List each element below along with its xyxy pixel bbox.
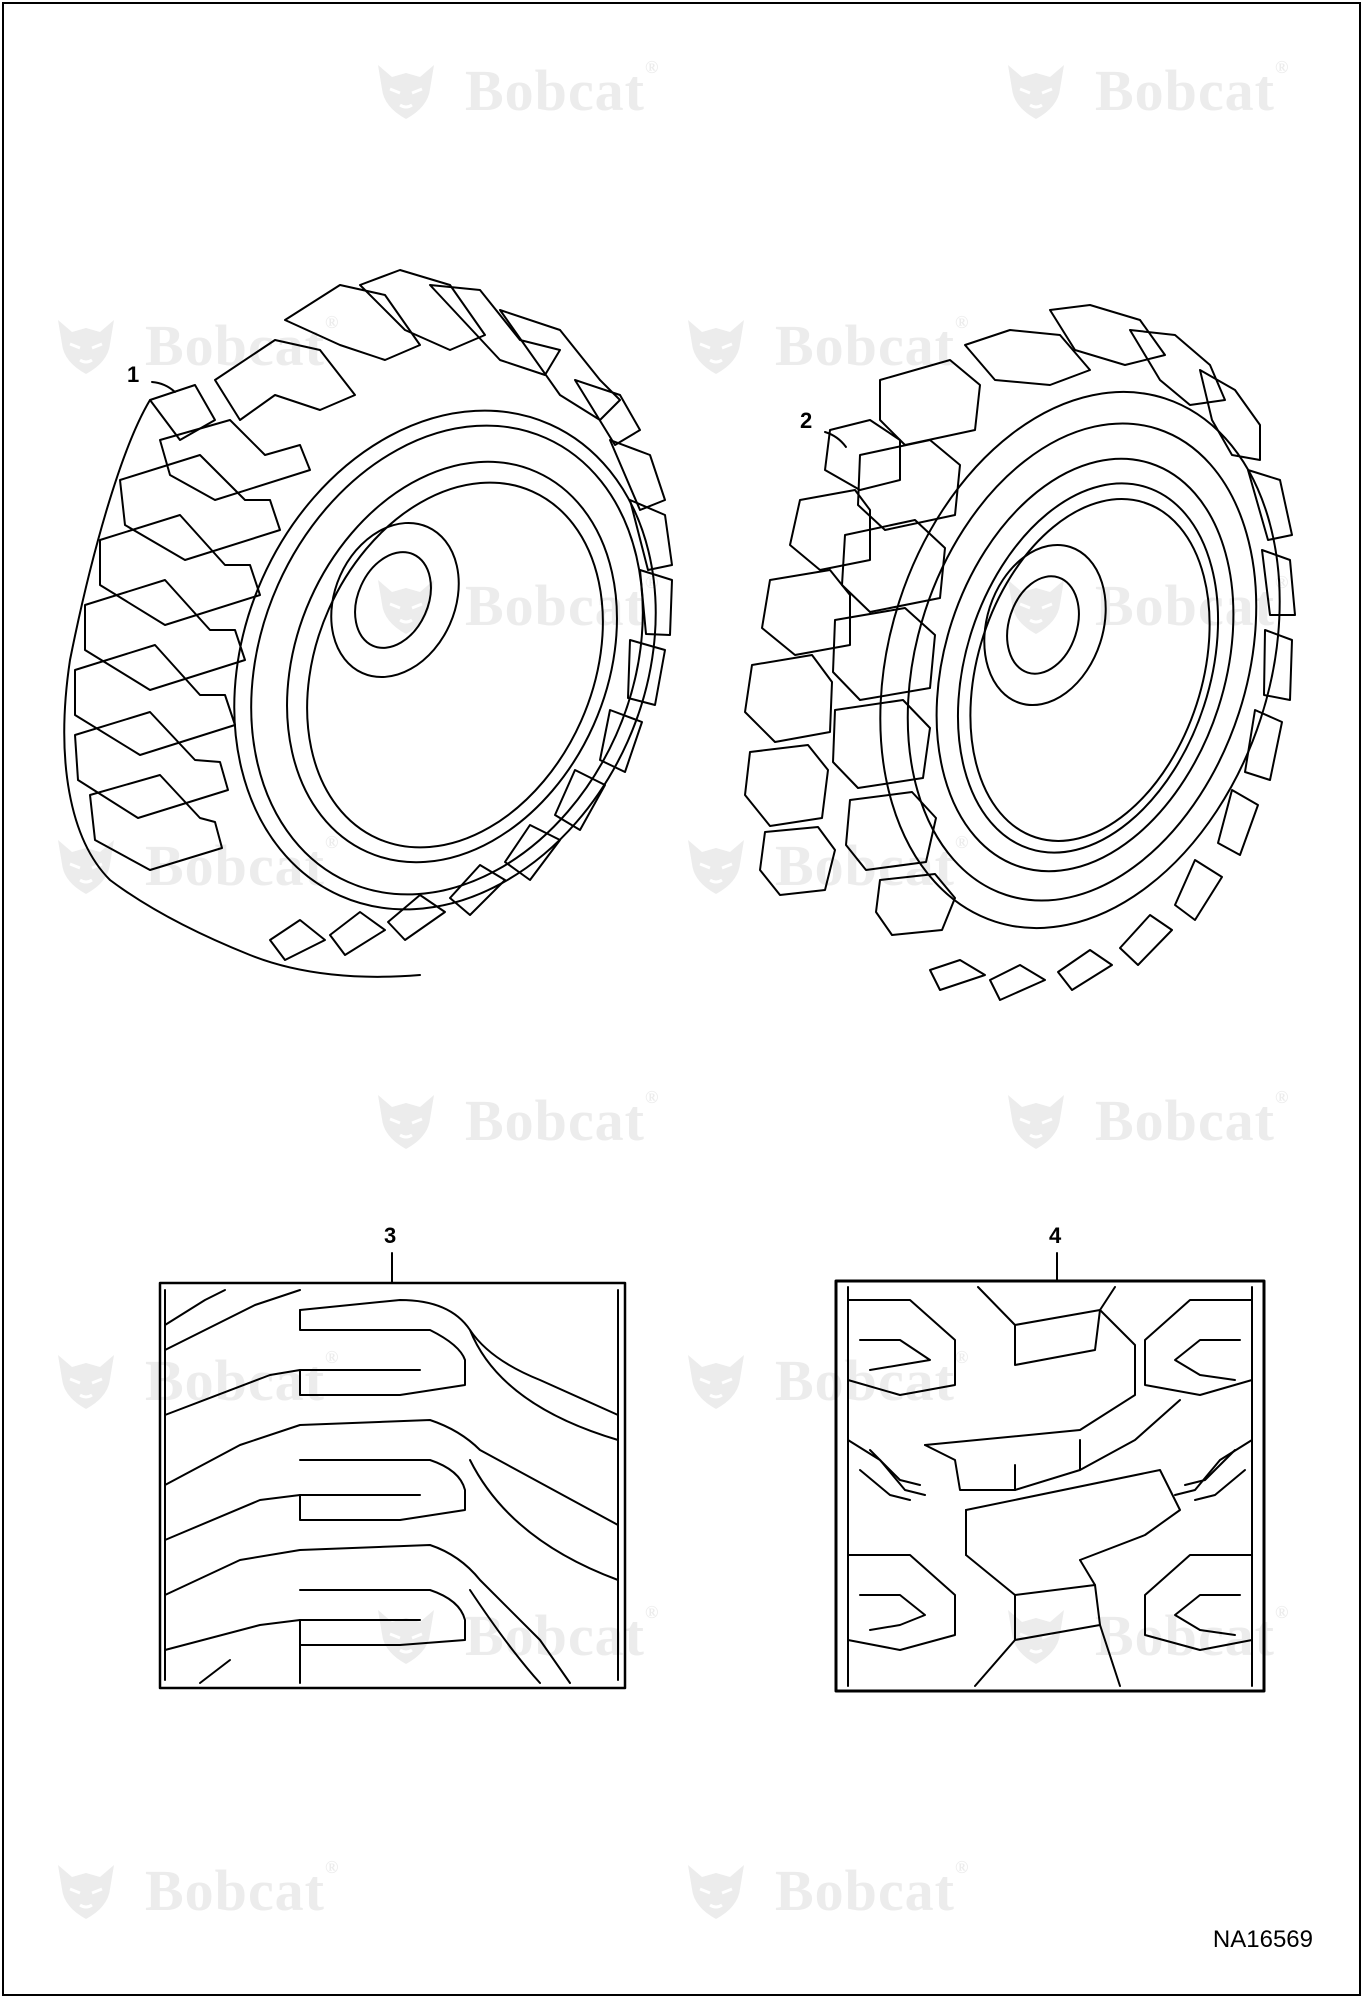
watermark-brand-label: Bobcat: [775, 1348, 955, 1413]
bobcat-watermark-text: Bobcat®: [1095, 1087, 1290, 1153]
bobcat-watermark-text: Bobcat®: [775, 1857, 970, 1923]
bobcat-logo-icon: [58, 320, 114, 374]
watermark-brand-label: Bobcat: [1095, 573, 1275, 638]
callout-item-1: 1: [127, 362, 140, 387]
tread-pattern-3: [158, 1281, 627, 1690]
tire-2-solid: [744, 304, 1296, 1001]
bobcat-watermark-text: Bobcat®: [775, 1347, 970, 1413]
tread-pattern-4: [834, 1279, 1266, 1693]
tire-1-pneumatic: [63, 269, 673, 978]
bobcat-logo-icon: [378, 65, 434, 119]
watermark-brand-label: Bobcat: [775, 833, 955, 898]
watermark-brand-label: Bobcat: [465, 1088, 645, 1153]
bobcat-watermark-text: Bobcat®: [1095, 57, 1290, 123]
callout-item-3: 3: [384, 1223, 397, 1248]
bobcat-watermark-text: Bobcat®: [465, 57, 660, 123]
bobcat-watermark-text: Bobcat®: [775, 832, 970, 898]
bobcat-logo-icon: [688, 1355, 744, 1409]
bobcat-watermark-text: Bobcat®: [1095, 1602, 1290, 1668]
watermark-brand-label: Bobcat: [1095, 58, 1275, 123]
watermark-brand-label: Bobcat: [145, 1858, 325, 1923]
bobcat-watermark-text: Bobcat®: [465, 1602, 660, 1668]
callout-leaders: [151, 381, 1058, 1284]
bobcat-logo-icon: [1008, 1095, 1064, 1149]
bobcat-watermark-text: Bobcat®: [145, 1347, 340, 1413]
watermark-brand-label: Bobcat: [1095, 1603, 1275, 1668]
watermark-brand-label: Bobcat: [1095, 1088, 1275, 1153]
watermark-brand-label: Bobcat: [465, 1603, 645, 1668]
bobcat-logo-icon: [688, 1865, 744, 1919]
bobcat-logo-icon: [58, 1865, 114, 1919]
callout-item-4: 4: [1049, 1223, 1062, 1248]
bobcat-logo-icon: [378, 580, 434, 634]
bobcat-watermark-text: Bobcat®: [145, 1857, 340, 1923]
bobcat-logo-icon: [378, 1610, 434, 1664]
bobcat-logo-icon: [58, 1355, 114, 1409]
bobcat-logo-icon: [1008, 65, 1064, 119]
watermark-brand-label: Bobcat: [465, 58, 645, 123]
watermark-brand-label: Bobcat: [775, 1858, 955, 1923]
bobcat-watermark-text: Bobcat®: [465, 1087, 660, 1153]
bobcat-logo-icon: [688, 840, 744, 894]
callout-item-2: 2: [800, 408, 813, 433]
watermark-brand-label: Bobcat: [145, 1348, 325, 1413]
bobcat-logo-icon: [378, 1095, 434, 1149]
figure-code: NA16569: [1212, 1926, 1313, 1953]
bobcat-logo-icon: [688, 320, 744, 374]
